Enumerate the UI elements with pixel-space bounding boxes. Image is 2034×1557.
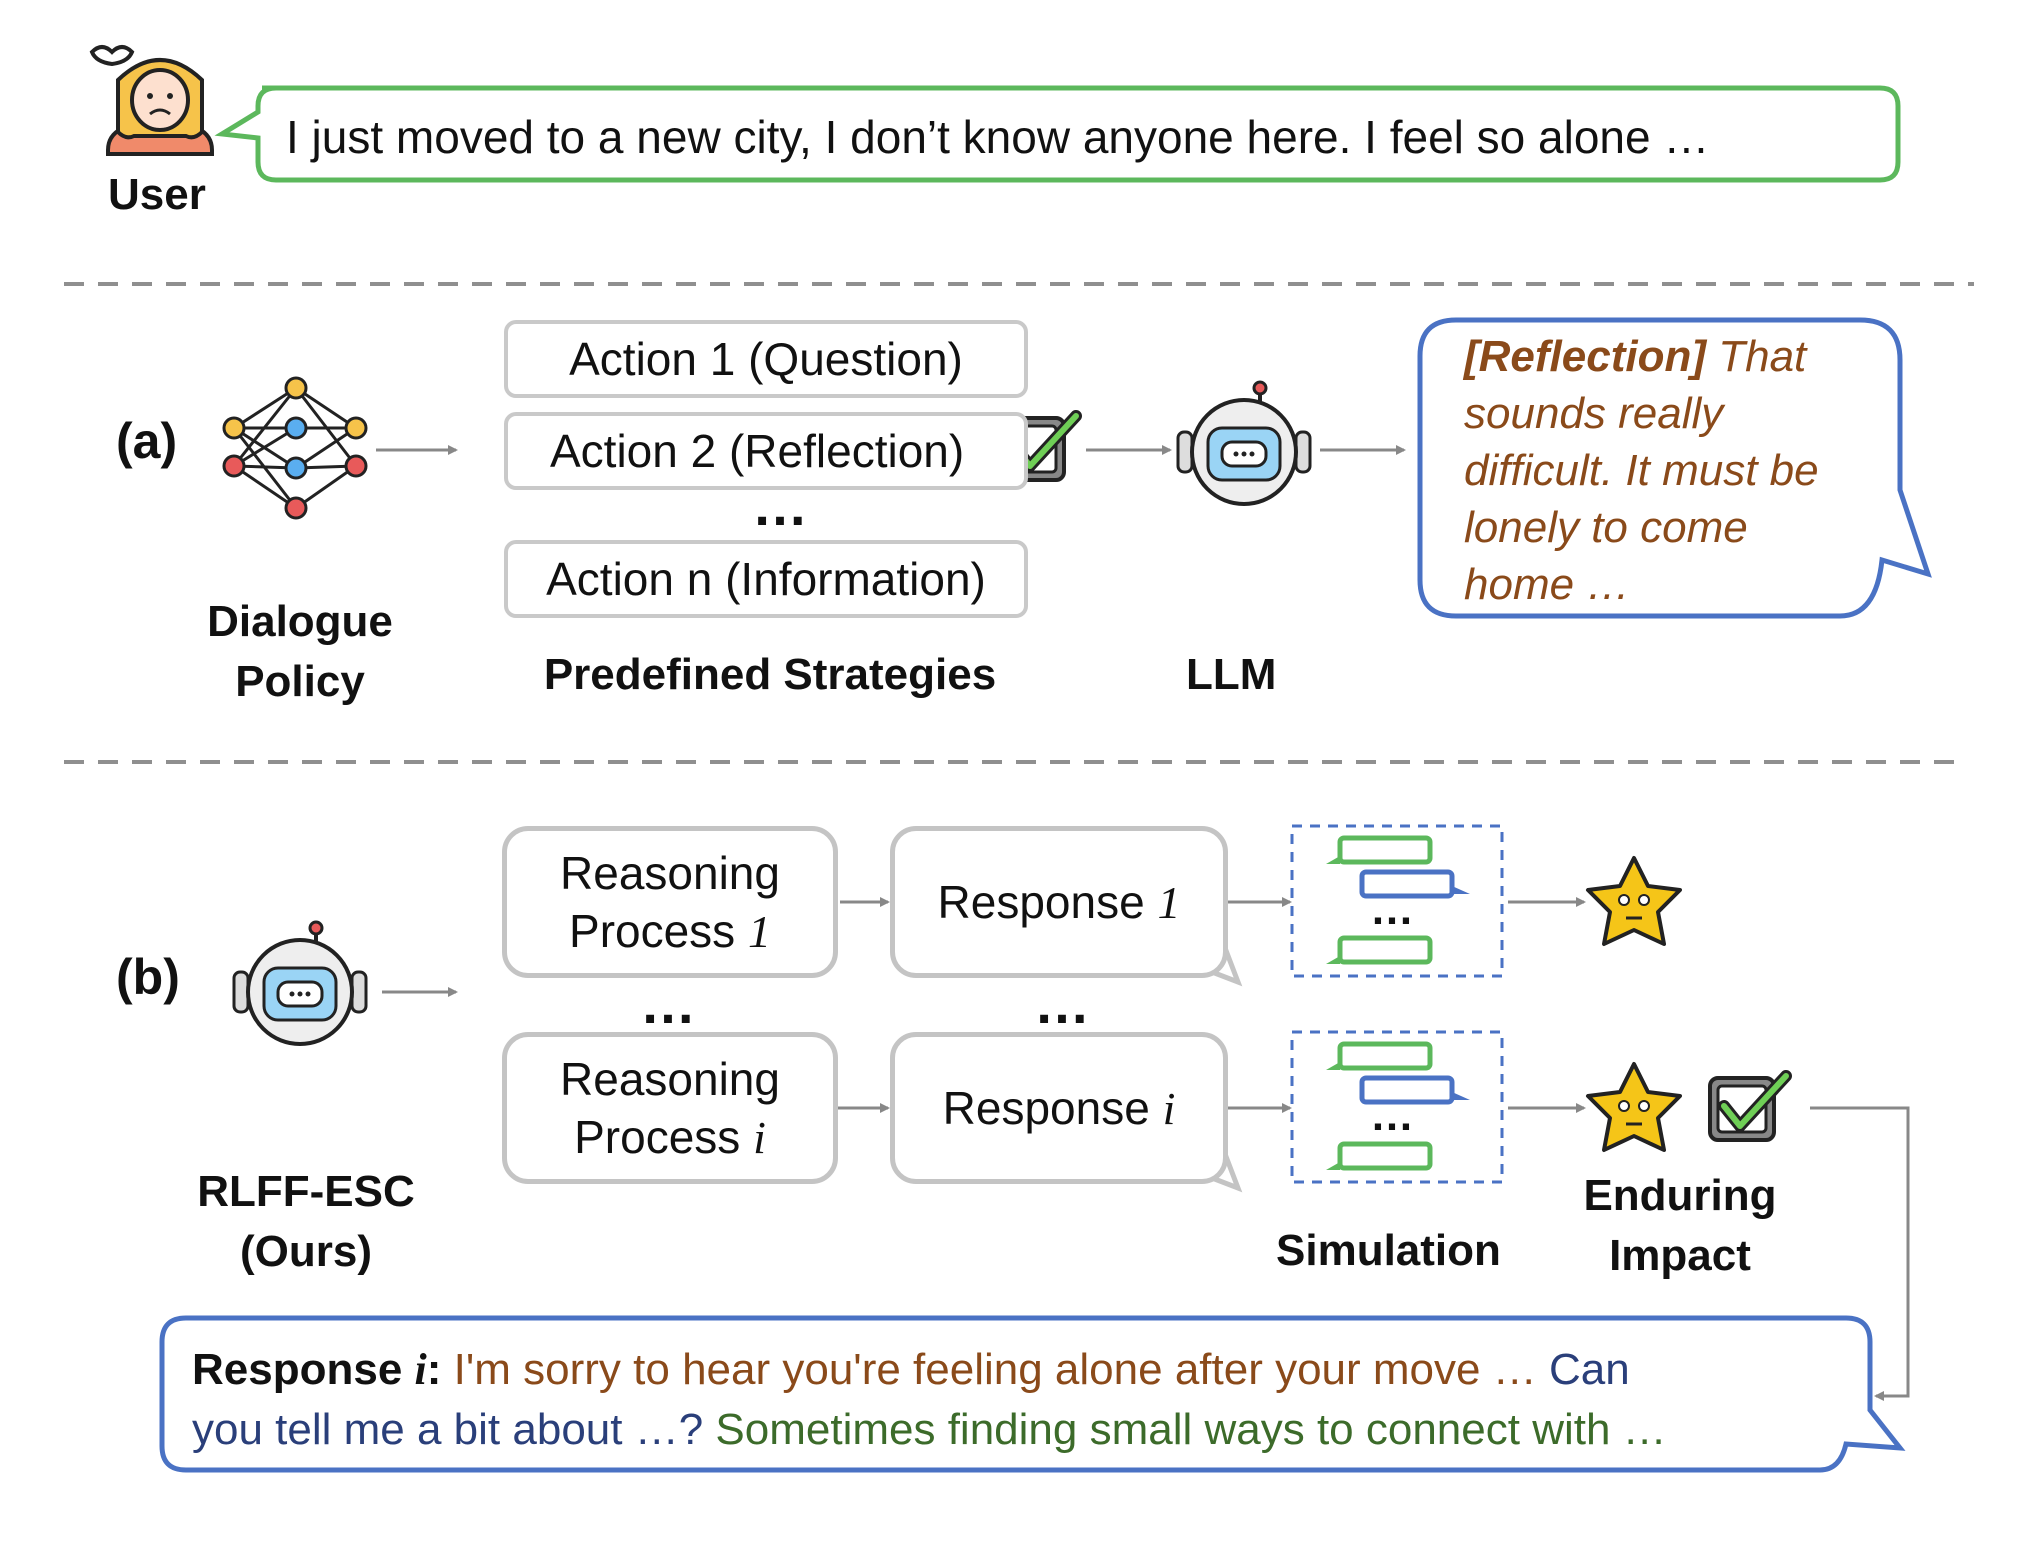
policy-label-line1: Dialogue xyxy=(207,597,393,646)
star-icon-1 xyxy=(1586,856,1682,946)
strategies-label: Predefined Strategies xyxy=(543,650,997,699)
user-avatar-icon xyxy=(89,45,214,156)
strategy-box-n: Action n (Information) xyxy=(504,540,1028,618)
reasoning-i-line2: Process xyxy=(574,1110,741,1163)
final-response-text: Response i: I'm sorry to hear you're fee… xyxy=(192,1340,1852,1460)
final-response-part1: I'm sorry to hear you're feeling alone a… xyxy=(441,1345,1549,1394)
final-response-bubble xyxy=(159,1315,1906,1473)
llm-label: LLM xyxy=(1186,650,1277,699)
reasoning-1-line1: Reasoning xyxy=(560,846,780,899)
reasoning-i-line1: Reasoning xyxy=(560,1052,780,1105)
response-box-1: Response 1 xyxy=(890,826,1228,978)
reply-line-5: home … xyxy=(1464,560,1631,609)
neural-network-icon xyxy=(222,376,368,520)
check-icon-impact xyxy=(1708,1070,1792,1142)
reasoning-1-line2: Process xyxy=(569,904,736,957)
strategy-box-1: Action 1 (Question) xyxy=(504,320,1028,398)
response-1-index: 1 xyxy=(1157,876,1181,928)
simulation-box-i xyxy=(1290,1030,1504,1184)
reasoning-i-index: i xyxy=(753,1111,766,1163)
final-response-head: Response xyxy=(192,1345,403,1394)
response-i-label: Response xyxy=(942,1081,1150,1134)
reply-line-3: difficult. It must be xyxy=(1464,446,1819,495)
reply-speech-bubble xyxy=(1417,317,1932,619)
policy-label: Dialogue Policy xyxy=(190,592,410,712)
final-response-colon: : xyxy=(426,1345,442,1394)
reply-line-1: That xyxy=(1718,332,1807,381)
reasoning-ellipsis: … xyxy=(640,972,700,1035)
reply-strategy-tag: [Reflection] xyxy=(1464,332,1706,381)
section-a-marker: (a) xyxy=(116,413,178,469)
simulation-i-ellipsis: … xyxy=(1370,1091,1418,1140)
reasoning-box-1: Reasoning Process 1 xyxy=(502,826,838,978)
robot-icon-model xyxy=(232,920,368,1046)
simulation-box-1 xyxy=(1290,824,1504,978)
strategies-ellipsis: … xyxy=(752,474,812,537)
reply-line-2: sounds really xyxy=(1464,389,1724,438)
simulation-label: Simulation xyxy=(1276,1226,1501,1275)
model-label-line1: RLFF-ESC xyxy=(197,1167,415,1216)
model-label-line2: (Ours) xyxy=(240,1227,372,1276)
reasoning-1-index: 1 xyxy=(747,905,771,957)
reasoning-box-i: Reasoning Process i xyxy=(502,1032,838,1184)
response-box-i: Response i xyxy=(890,1032,1228,1184)
impact-label: Enduring Impact xyxy=(1560,1166,1800,1286)
final-response-part3: Sometimes finding small ways to connect … xyxy=(715,1405,1667,1454)
response-i-index: i xyxy=(1162,1082,1176,1134)
star-icon-i xyxy=(1586,1062,1682,1152)
response-ellipsis: … xyxy=(1034,972,1094,1035)
final-response-index: i xyxy=(414,1345,427,1394)
user-message: I just moved to a new city, I don’t know… xyxy=(286,111,1710,163)
reply-line-4: lonely to come xyxy=(1464,503,1748,552)
impact-label-line2: Impact xyxy=(1609,1231,1751,1280)
final-response-part2b: you tell me a bit about …? xyxy=(192,1405,716,1454)
final-response-part2a: Can xyxy=(1548,1345,1630,1394)
model-label: RLFF-ESC (Ours) xyxy=(176,1162,436,1282)
response-1-label: Response xyxy=(937,875,1145,928)
strategy-box-2: Action 2 (Reflection) xyxy=(504,412,1028,490)
robot-icon-llm xyxy=(1176,380,1312,506)
simulation-1-ellipsis: … xyxy=(1370,885,1418,934)
arrow-impact-to-final xyxy=(1810,1106,1910,1401)
reply-text: [Reflection] That sounds really difficul… xyxy=(1464,328,1904,613)
section-b-marker: (b) xyxy=(116,949,180,1005)
user-label: User xyxy=(108,170,206,219)
impact-label-line1: Enduring xyxy=(1583,1171,1777,1220)
user-speech-bubble xyxy=(214,85,1901,183)
policy-label-line2: Policy xyxy=(235,657,365,706)
